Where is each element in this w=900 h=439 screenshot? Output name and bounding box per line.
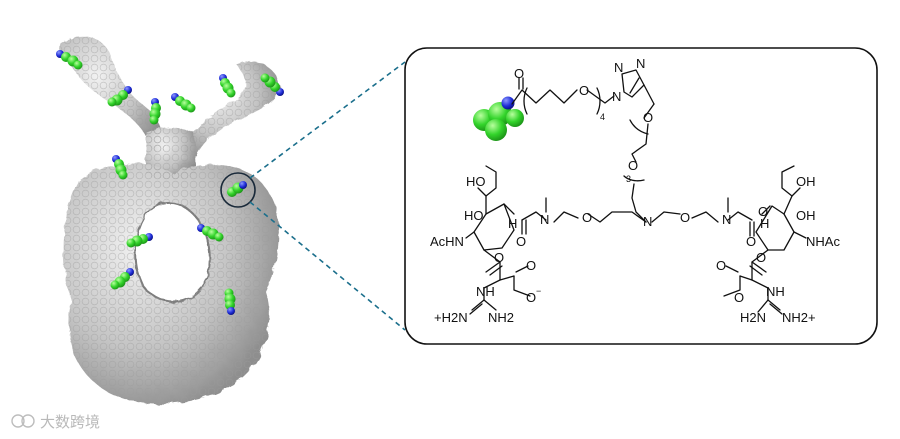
label-o-minus-right: O <box>734 290 744 305</box>
probe-11 <box>110 268 134 290</box>
protein-texture <box>60 35 280 404</box>
label-o-ether2: O <box>680 210 690 225</box>
label-n-me-right: N <box>722 212 731 227</box>
probe-5 <box>219 74 236 98</box>
watermark: 大数跨境 <box>11 413 100 431</box>
label-o-ring-left: O <box>494 250 504 265</box>
label-o-amide: O <box>514 66 524 81</box>
probe-8 <box>227 181 247 197</box>
label-o-peg2a: O <box>643 110 653 125</box>
label-o-ring-right: O <box>756 250 766 265</box>
label-o-ether1: O <box>582 210 592 225</box>
probe-9 <box>126 233 153 248</box>
label-o-carbamate-left: O <box>516 234 526 249</box>
label-h-right: H <box>760 216 769 231</box>
label-n-me-left: N <box>540 212 549 227</box>
label-o-carbamate-right: O <box>746 234 756 249</box>
probe-10 <box>197 224 224 242</box>
label-nh2-left: NH2 <box>488 310 514 325</box>
probe-1 <box>56 50 83 70</box>
chemical-structure <box>465 69 807 315</box>
label-achn: AcHN <box>430 234 464 249</box>
label-triazole-n1: N <box>612 89 621 104</box>
label-h2n-plus: +H2N <box>434 310 468 325</box>
inset-box <box>404 47 878 345</box>
probe-12 <box>224 288 236 315</box>
label-o-link-right: O <box>758 204 768 219</box>
probe-6 <box>260 73 284 96</box>
probe-3 <box>149 98 161 125</box>
probe-7 <box>112 155 128 180</box>
label-triazole-n3: N <box>636 56 645 71</box>
watermark-text: 大数跨境 <box>40 413 100 431</box>
label-triazole-n2: N <box>614 60 623 75</box>
label-n-center: N <box>643 214 652 229</box>
label-nhac: NHAc <box>806 234 840 249</box>
label-oh-mid: OH <box>796 208 816 223</box>
label-sub-4: 4 <box>600 112 605 122</box>
label-minus-left: − <box>536 286 541 296</box>
label-oh-top: OH <box>796 174 816 189</box>
label-o-minus-left: O <box>526 290 536 305</box>
structure-labels: O O 4 N N N O O 3 HO HO H O AcHN O N O N… <box>430 56 840 325</box>
zoom-indicator <box>220 61 406 331</box>
label-o-acid-left: O <box>526 258 536 273</box>
label-nh2-plus: NH2+ <box>782 310 816 325</box>
label-ho-top: HO <box>466 174 486 189</box>
probe-4 <box>171 93 196 113</box>
label-nh-right: NH <box>766 284 785 299</box>
label-o-peg: O <box>579 83 589 98</box>
label-nh-left: NH <box>476 284 495 299</box>
fluorophore-spheres <box>473 96 524 141</box>
label-o-acid-right: O <box>716 258 726 273</box>
label-o-peg2b: O <box>628 158 638 173</box>
probe-2 <box>107 86 132 107</box>
probe-markers <box>56 50 284 315</box>
label-ho-mid: HO <box>464 208 484 223</box>
label-h2n-right: H2N <box>740 310 766 325</box>
label-sub-3: 3 <box>626 174 631 184</box>
label-h-left: H <box>508 216 517 231</box>
